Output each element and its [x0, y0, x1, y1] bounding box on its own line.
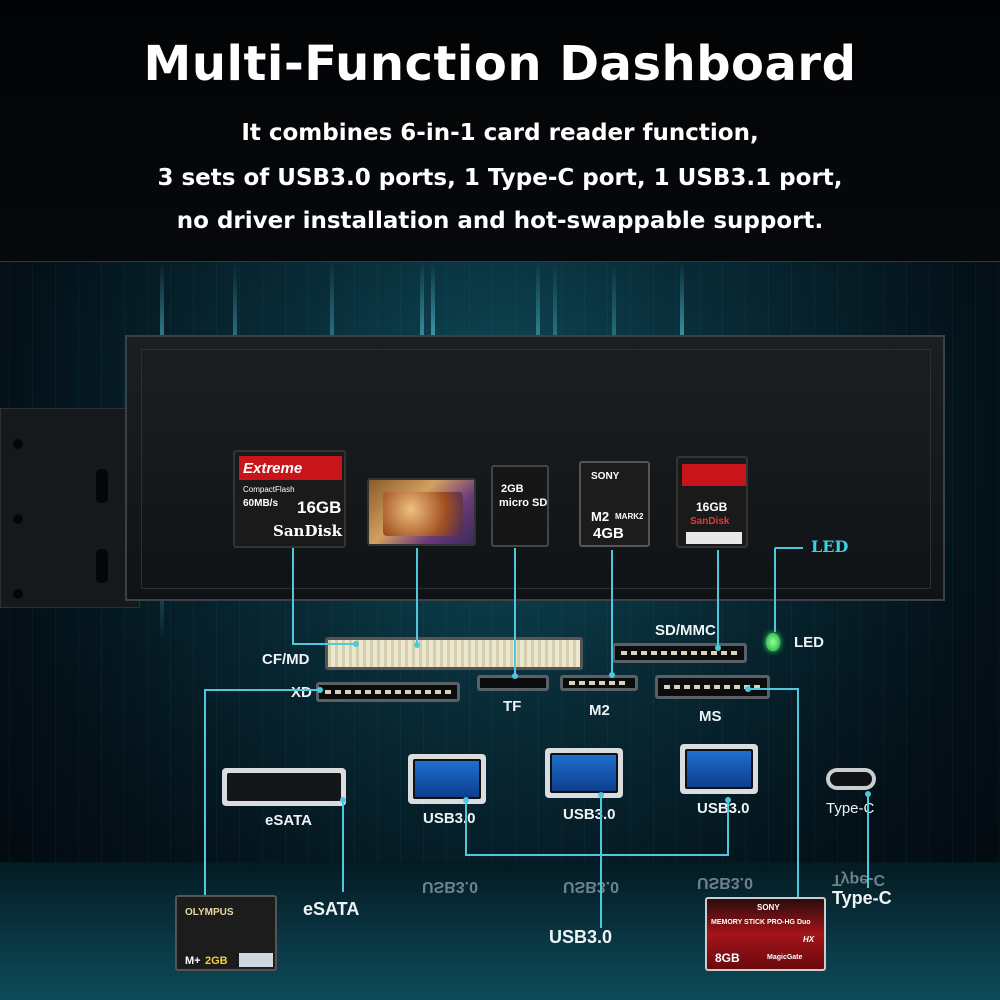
callout-led: LED: [811, 537, 849, 556]
callout-esata: eSATA: [303, 899, 360, 919]
label-esata: eSATA: [265, 812, 312, 829]
m2-card: SONY M2 MARK2 4GB: [579, 461, 650, 547]
ms-model: MEMORY STICK PRO-HG Duo: [711, 919, 811, 926]
subtitle-line-3: no driver installation and hot-swappable…: [176, 208, 824, 234]
ms-maker: SONY: [757, 903, 780, 912]
callout-type-c: Type-C: [832, 888, 892, 908]
subtitle-line-2: 3 sets of USB3.0 ports, 1 Type-C port, 1…: [157, 165, 843, 191]
header-banner: Multi-Function Dashboard It combines 6-i…: [0, 0, 1000, 262]
tf-capacity: 2GB: [501, 483, 524, 495]
m2-model: M2: [591, 509, 610, 524]
sd-card: 16GB SanDisk: [676, 456, 748, 548]
panel-bezel: [141, 349, 931, 589]
m2-slot[interactable]: [560, 675, 638, 691]
xd-slot[interactable]: [316, 682, 460, 702]
ms-tag: HX: [803, 935, 815, 944]
cf-type: CompactFlash: [243, 485, 295, 494]
m2-sub: MARK2: [615, 512, 644, 521]
xd-capacity: 2GB: [205, 955, 228, 967]
xd-label: M+: [185, 955, 201, 967]
cf-brand-line: Extreme: [243, 460, 303, 477]
ms-slot[interactable]: [655, 675, 770, 699]
tf-card: 2GB micro SD: [491, 465, 549, 547]
type-c-port[interactable]: [826, 768, 876, 790]
page-title: Multi-Function Dashboard: [143, 36, 857, 92]
xd-maker: OLYMPUS: [185, 907, 234, 918]
front-panel: [125, 335, 945, 601]
sd-card-band: [682, 464, 746, 486]
label-usb3-2: USB3.0: [563, 806, 616, 823]
label-usb3-1: USB3.0: [423, 810, 476, 827]
reflection-usb: USB3.0: [697, 874, 754, 891]
usb3-port-3[interactable]: [680, 744, 758, 794]
label-sd-mmc: SD/MMC: [655, 622, 716, 639]
bracket-slot: [96, 469, 108, 503]
esata-port[interactable]: [222, 768, 346, 806]
label-xd: XD: [291, 684, 312, 701]
label-ms: MS: [699, 708, 722, 725]
cf-card: Extreme CompactFlash 60MB/s 16GB SanDisk: [233, 450, 346, 548]
tf-label: micro SD: [499, 497, 548, 509]
callout-usb3: USB3.0: [549, 927, 613, 947]
cf-maker: SanDisk: [273, 522, 343, 540]
bracket-hole: [13, 589, 23, 599]
xd-card: OLYMPUS M+ 2GB: [175, 895, 277, 971]
xd-card-strip: [239, 953, 273, 967]
reflection-type-c: Type-C: [832, 871, 886, 888]
sd-capacity: 16GB: [696, 500, 728, 514]
label-cf-md: CF/MD: [262, 651, 310, 668]
cf-speed: 60MB/s: [243, 498, 279, 509]
usb3-port-1[interactable]: [408, 754, 486, 804]
sd-mmc-slot[interactable]: [612, 643, 747, 663]
bracket-hole: [13, 514, 23, 524]
ms-capacity: 8GB: [715, 951, 740, 965]
cf-card-band: [239, 456, 342, 480]
label-usb3-3: USB3.0: [697, 800, 750, 817]
cf-md-slot[interactable]: [325, 637, 583, 670]
m2-capacity: 4GB: [593, 525, 624, 542]
m2-maker: SONY: [591, 471, 620, 482]
md-card-artwork: [383, 492, 463, 536]
md-card: [367, 478, 476, 546]
label-m2: M2: [589, 702, 610, 719]
label-tf: TF: [503, 698, 522, 715]
reflective-floor: [0, 862, 1000, 1000]
sd-card-strip: [686, 532, 742, 544]
reflection-usb: USB3.0: [422, 878, 479, 895]
bracket-slot: [96, 549, 108, 583]
sd-maker: SanDisk: [690, 516, 730, 527]
mounting-bracket: [0, 408, 140, 608]
cf-capacity: 16GB: [297, 498, 342, 517]
subtitle-line-1: It combines 6-in-1 card reader function,: [241, 120, 759, 146]
usb3-port-2[interactable]: [545, 748, 623, 798]
label-type-c: Type-C: [826, 800, 875, 817]
reflection-usb: USB3.0: [563, 878, 620, 895]
bracket-hole: [13, 439, 23, 449]
ms-sub: MagicGate: [767, 954, 803, 961]
label-led: LED: [794, 634, 824, 651]
led-indicator: [766, 633, 780, 651]
tf-slot[interactable]: [477, 675, 549, 691]
ms-card: SONY MEMORY STICK PRO-HG Duo HX 8GB Magi…: [705, 897, 826, 971]
